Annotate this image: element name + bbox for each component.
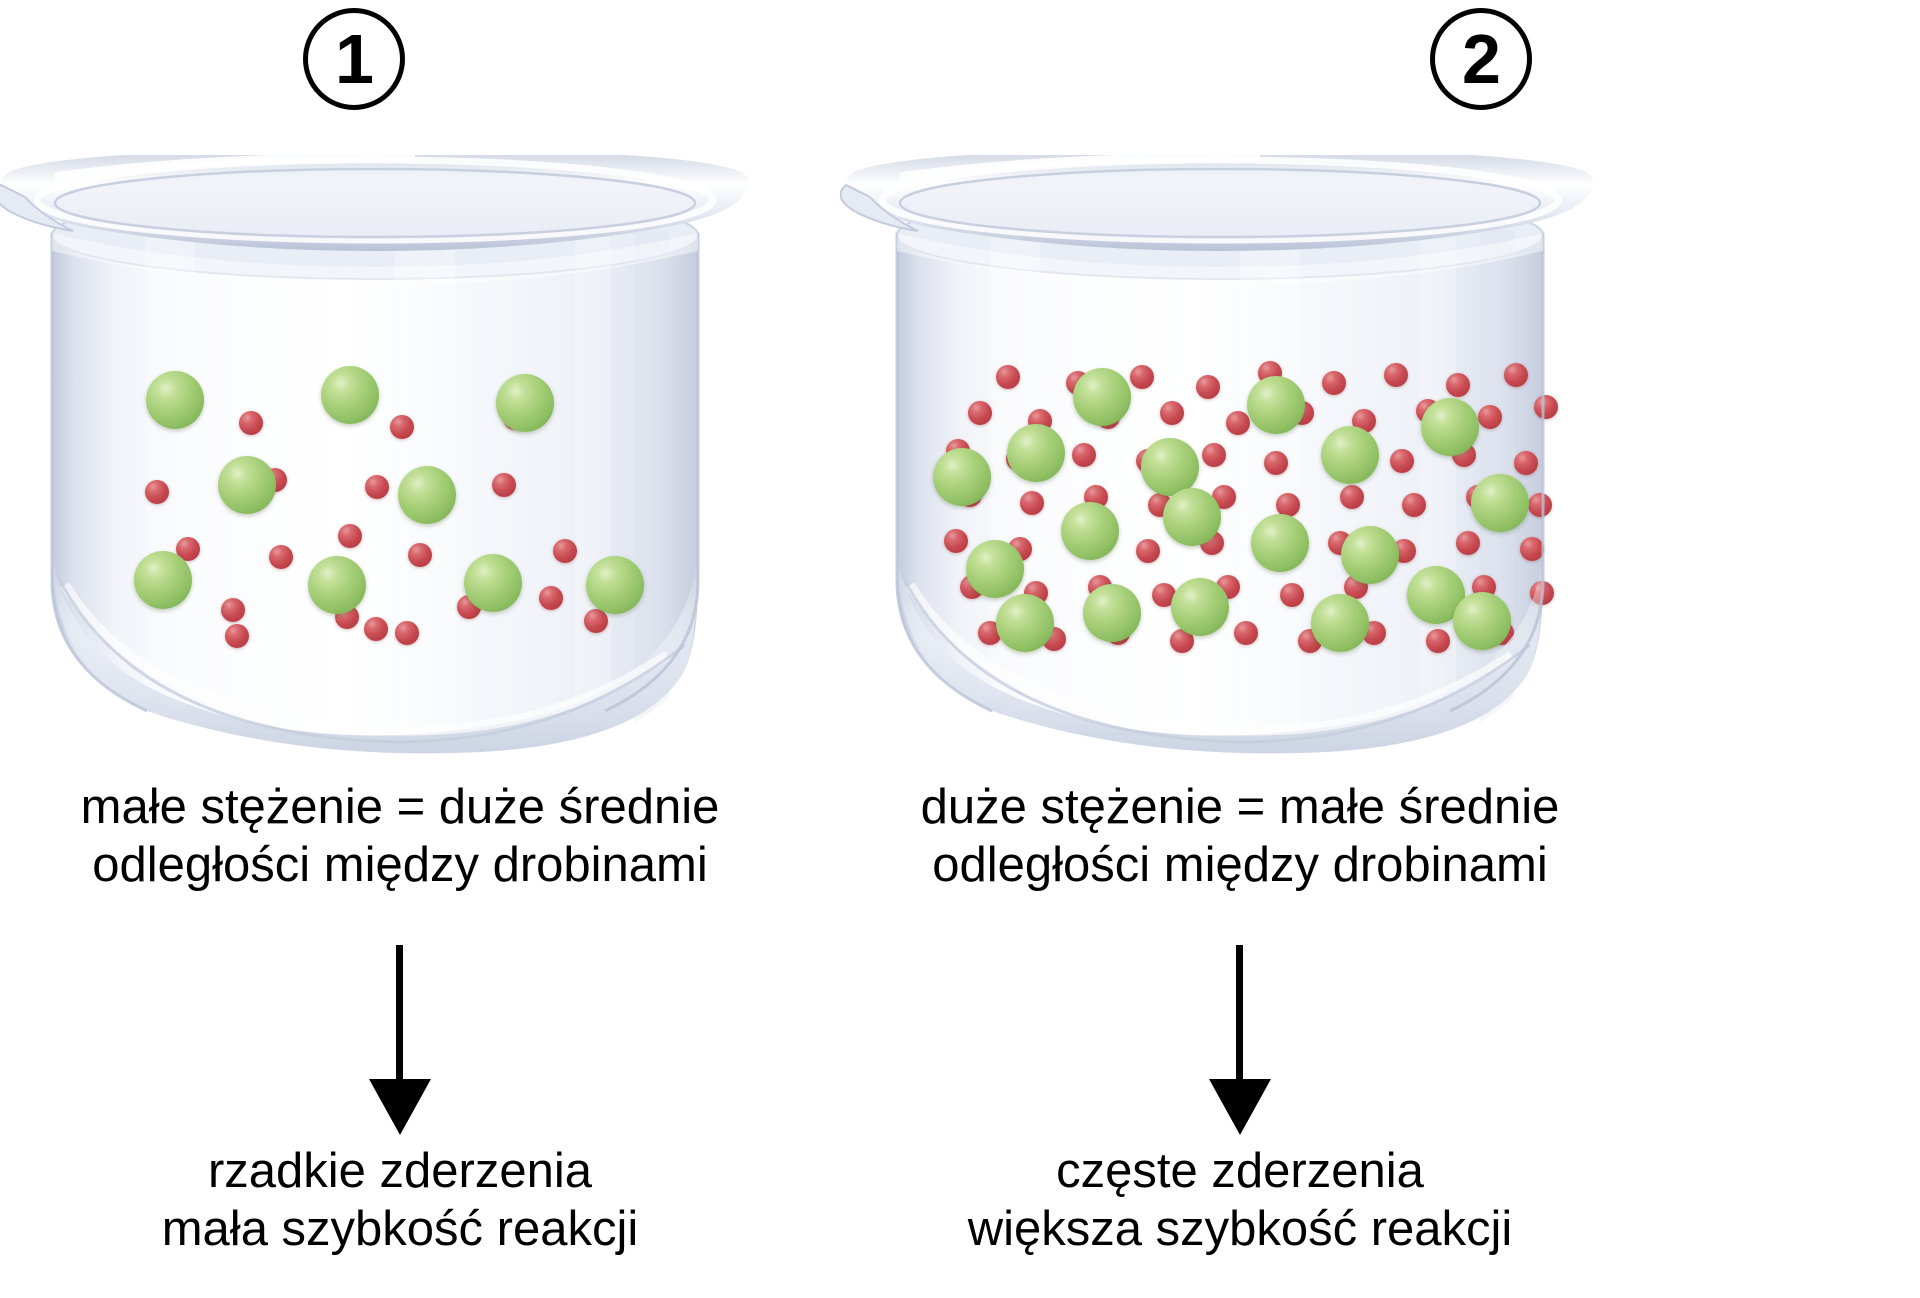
caption-bottom-2: częste zderzenia większa szybkość reakcj…: [967, 1144, 1513, 1256]
step-badge-2: 2: [1430, 8, 1532, 110]
step-badge-number: 1: [335, 20, 374, 98]
step-badge-number: 2: [1462, 20, 1501, 98]
caption-top-1: małe stężenie = duże średnie odległości …: [80, 780, 720, 892]
caption-top-2: duże stężenie = małe średnie odległości …: [920, 780, 1560, 892]
arrow-down-2: [840, 945, 1640, 1135]
caption-bottom-1: rzadkie zderzenia mała szybkość reakcji: [161, 1144, 639, 1256]
beaker-high-concentration: [840, 155, 1600, 755]
panel-low-concentration: 1: [0, 0, 800, 1298]
beaker-low-concentration: [0, 155, 755, 755]
step-badge-1: 1: [303, 8, 405, 110]
arrow-down-1: [0, 945, 800, 1135]
panel-high-concentration: 2: [840, 0, 1640, 1298]
